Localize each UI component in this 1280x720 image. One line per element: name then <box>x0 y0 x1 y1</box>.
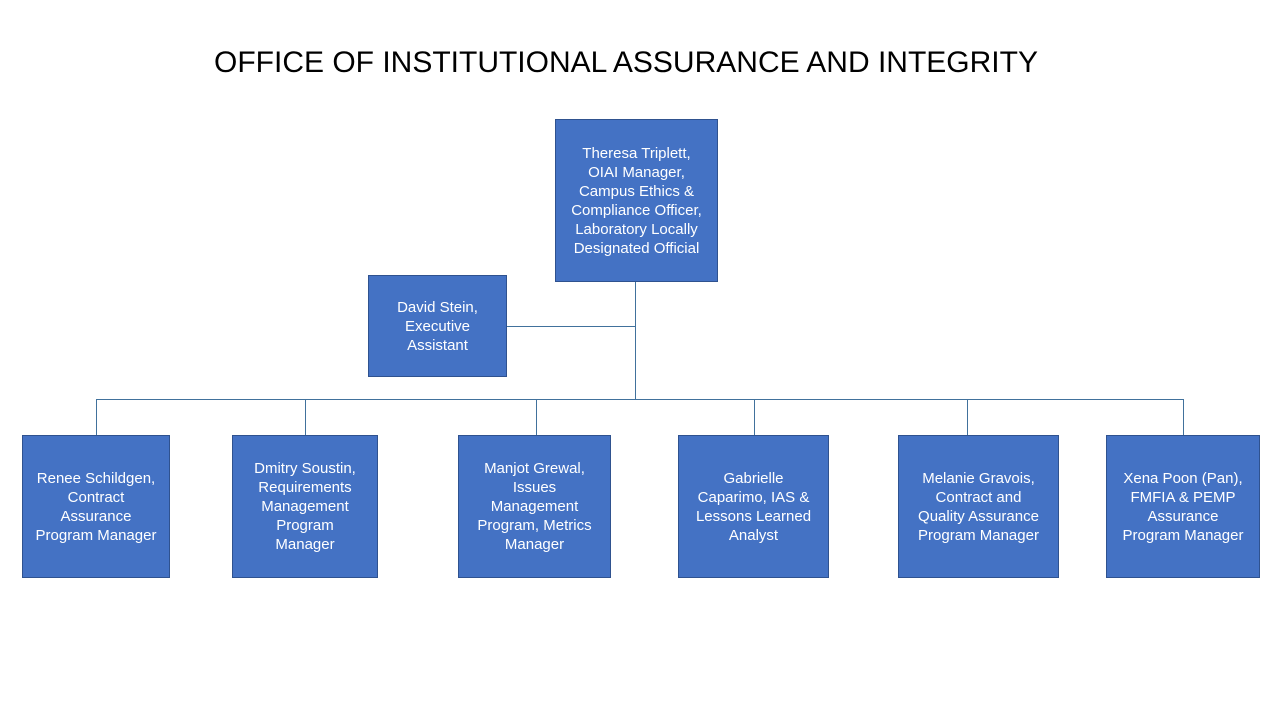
org-box-report-6: Xena Poon (Pan), FMFIA & PEMP Assurance … <box>1106 435 1260 578</box>
org-box-report-5: Melanie Gravois, Contract and Quality As… <box>898 435 1059 578</box>
org-box-report-6-label: Xena Poon (Pan), FMFIA & PEMP Assurance … <box>1122 469 1244 544</box>
org-box-report-2-label: Dmitry Soustin, Requirements Management … <box>254 460 356 553</box>
connector-assistant-link <box>507 326 636 328</box>
org-box-report-3-label: Manjot Grewal, Issues Management Program… <box>477 460 592 553</box>
connector-drop-report-3 <box>536 399 538 436</box>
org-box-executive-assistant: David Stein, Executive Assistant <box>368 275 507 377</box>
connector-drop-report-2 <box>305 399 307 436</box>
org-box-executive-assistant-label: David Stein, Executive Assistant <box>397 298 478 354</box>
org-box-report-1-label: Renee Schildgen, Contract Assurance Prog… <box>35 469 157 544</box>
connector-drop-report-6 <box>1183 399 1185 436</box>
org-box-manager-label: Theresa Triplett, OIAI Manager, Campus E… <box>571 144 702 257</box>
org-box-report-1: Renee Schildgen, Contract Assurance Prog… <box>22 435 170 578</box>
org-box-manager: Theresa Triplett, OIAI Manager, Campus E… <box>555 119 718 282</box>
org-box-report-4: Gabrielle Caparimo, IAS & Lessons Learne… <box>678 435 829 578</box>
connector-manager-drop <box>635 282 637 399</box>
org-box-report-3: Manjot Grewal, Issues Management Program… <box>458 435 611 578</box>
chart-title: OFFICE OF INSTITUTIONAL ASSURANCE AND IN… <box>214 46 1038 79</box>
connector-drop-report-1 <box>96 399 98 436</box>
org-box-report-4-label: Gabrielle Caparimo, IAS & Lessons Learne… <box>695 469 812 544</box>
org-box-report-2: Dmitry Soustin, Requirements Management … <box>232 435 378 578</box>
connector-drop-report-5 <box>967 399 969 436</box>
connector-main-bar <box>96 399 1184 401</box>
connector-drop-report-4 <box>754 399 756 436</box>
org-box-report-5-label: Melanie Gravois, Contract and Quality As… <box>918 469 1039 544</box>
